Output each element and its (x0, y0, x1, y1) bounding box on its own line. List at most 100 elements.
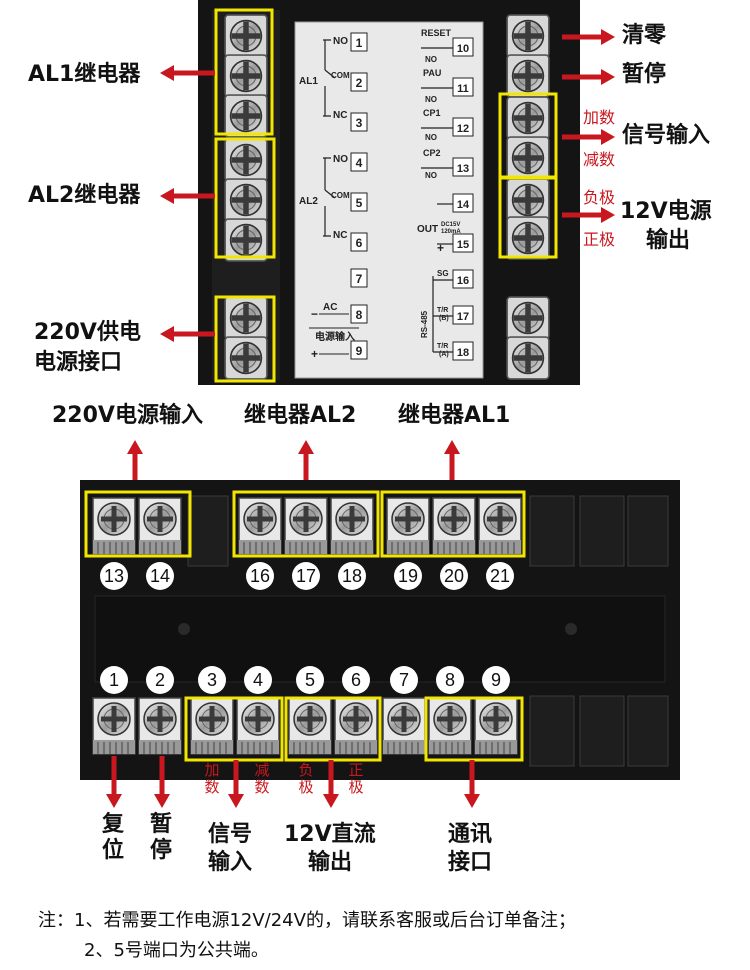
terminal-number-bottom: 2 (146, 666, 174, 694)
face-com-2: COM (331, 191, 350, 200)
label-power-line2: 电源接口 (34, 350, 123, 375)
top-arrows (160, 29, 615, 342)
face-no-r4: NO (425, 171, 437, 180)
label-bottom-pos: 正极 (348, 761, 364, 796)
top-device-photo (198, 0, 580, 385)
terminal-number-top: 13 (100, 562, 128, 590)
face-terminal-number: 16 (457, 275, 469, 287)
face-no-1: NO (333, 36, 348, 47)
label-pause: 暂停 (622, 62, 667, 87)
label-12v-out-line1: 12V电源 (620, 199, 712, 224)
face-terminal-number: 9 (356, 344, 363, 358)
face-terminal-number: 12 (457, 123, 469, 135)
face-terminal-box: 11 (452, 77, 474, 97)
face-tra-2: (A) (439, 351, 449, 358)
face-trb-1: T/R (437, 307, 448, 314)
label-relay-al2: 继电器AL2 (244, 403, 357, 428)
face-terminal-box: 5 (350, 192, 368, 212)
bottom-down-arrows (106, 780, 480, 808)
label-power-line1: 220V供电 (34, 320, 141, 345)
terminal-number-bottom: 1 (100, 666, 128, 694)
face-terminal-box: 10 (452, 37, 474, 57)
terminal-number-bottom: 6 (342, 666, 370, 694)
label-220v-power-input: 220V电源输入 (52, 403, 203, 428)
face-terminal-box: 6 (350, 232, 368, 252)
label-signal-plus: 加数 (583, 108, 616, 127)
terminal-number-top: 17 (292, 562, 320, 590)
face-power-in: 电源输入 (315, 330, 355, 343)
label-bottom-signal-1: 信号 (208, 822, 253, 847)
terminal-number-top: 20 (440, 562, 468, 590)
label-reset: 清零 (622, 23, 667, 48)
label-bottom-reset: 复位 (102, 812, 125, 864)
label-12v-out-line2: 输出 (646, 228, 691, 253)
terminal-number-bottom: 7 (390, 666, 418, 694)
face-terminal-number: 3 (356, 116, 363, 130)
face-out: OUT (417, 224, 438, 235)
face-nc-1: NC (333, 110, 347, 121)
face-terminal-box: 17 (452, 305, 474, 325)
face-plus-right: + (437, 241, 444, 255)
terminal-number-top: 21 (486, 562, 514, 590)
note-line-2: 2、5号端口为公共端。 (84, 940, 269, 961)
face-terminal-number: 2 (356, 76, 363, 90)
face-terminal-number: 7 (356, 272, 363, 286)
face-terminal-box: 2 (350, 72, 368, 92)
face-cp2: CP2 (423, 148, 441, 158)
face-tra-1: T/R (437, 343, 448, 350)
face-nc-2: NC (333, 230, 347, 241)
face-terminal-number: 5 (356, 196, 363, 210)
face-terminal-box: 7 (350, 268, 368, 288)
face-no-r2: NO (425, 95, 437, 104)
terminal-number-bottom: 9 (482, 666, 510, 694)
label-bottom-minus: 减数 (254, 761, 270, 796)
face-minus: − (311, 307, 318, 321)
terminal-number-top: 14 (146, 562, 174, 590)
face-no-r1: NO (425, 55, 437, 64)
label-bottom-comm-2: 接口 (448, 850, 493, 875)
face-terminal-number: 10 (457, 43, 469, 55)
face-terminal-number: 17 (457, 311, 469, 323)
face-terminal-box: 14 (452, 193, 474, 213)
face-al2: AL2 (299, 196, 318, 207)
terminal-number-bottom: 3 (198, 666, 226, 694)
face-sg: SG (437, 269, 449, 278)
face-terminal-number: 11 (457, 83, 469, 95)
face-terminal-box: 18 (452, 341, 474, 361)
label-neg: 负极 (583, 188, 616, 207)
face-terminal-box: 4 (350, 152, 368, 172)
face-plus-left: + (311, 347, 318, 361)
face-terminal-box: 3 (350, 112, 368, 132)
face-terminal-number: 18 (457, 347, 469, 359)
label-signal-input: 信号输入 (622, 123, 711, 148)
face-terminal-box: 1 (350, 32, 368, 52)
face-terminal-number: 1 (356, 36, 363, 50)
face-dc: DC15V (441, 222, 460, 228)
face-terminal-number: 15 (457, 239, 469, 251)
face-terminal-number: 14 (457, 199, 470, 211)
label-al1-relay: AL1继电器 (28, 62, 141, 87)
face-pau: PAU (423, 68, 441, 78)
face-trb-2: (B) (439, 315, 449, 322)
label-bottom-dc-2: 输出 (308, 850, 353, 875)
face-ac: AC (323, 302, 337, 313)
terminal-number-top: 18 (338, 562, 366, 590)
terminal-number-bottom: 8 (436, 666, 464, 694)
face-no-2: NO (333, 154, 348, 165)
face-terminal-box: 8 (350, 304, 368, 324)
label-bottom-comm-1: 通讯 (448, 822, 493, 847)
label-signal-minus: 减数 (583, 150, 616, 169)
face-terminal-box: 15 (452, 233, 474, 253)
label-bottom-pause: 暂停 (150, 812, 173, 864)
label-bottom-dc-1: 12V直流 (284, 822, 376, 847)
terminal-number-bottom: 5 (296, 666, 324, 694)
face-al1: AL1 (299, 76, 318, 87)
face-terminal-box: 12 (452, 117, 474, 137)
face-no-r3: NO (425, 133, 437, 142)
terminal-number-bottom: 4 (244, 666, 272, 694)
face-terminal-number: 4 (356, 156, 363, 170)
label-pos: 正极 (583, 230, 616, 249)
face-reset: RESET (421, 28, 452, 38)
face-terminal-box: 16 (452, 269, 474, 289)
